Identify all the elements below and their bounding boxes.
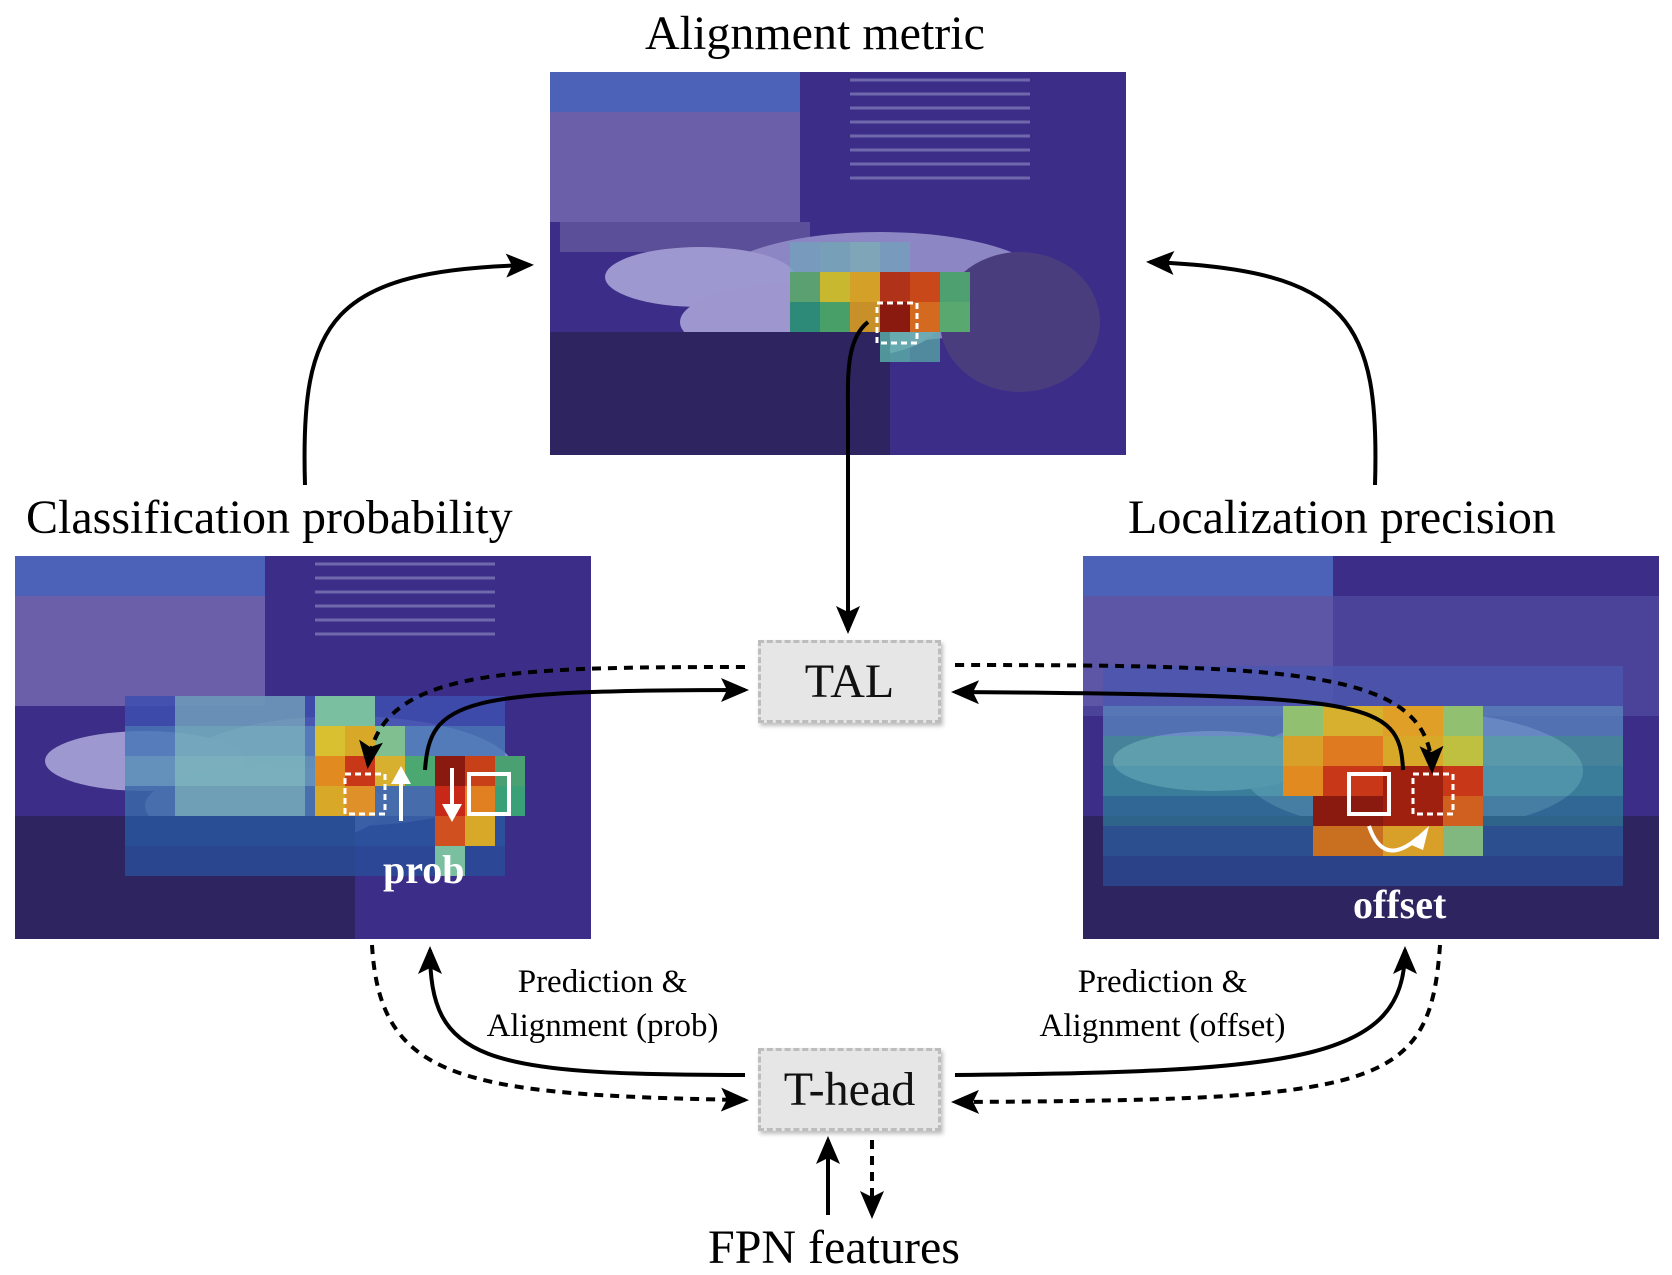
tal-node: TAL	[758, 640, 941, 723]
arrow-tal-to-loc-dashed	[954, 663, 1444, 774]
localization-precision-title: Localization precision	[1128, 491, 1556, 544]
arrow-thead-to-cls	[418, 946, 746, 1077]
left-edge-label-line1: Prediction &	[517, 964, 688, 1000]
classification-probability-title: Classification probability	[26, 491, 513, 544]
left-edge-label: Prediction & Alignment (prob)	[470, 960, 735, 1048]
arrow-tal-to-cls-dashed	[359, 665, 746, 769]
arrow-cls-to-align	[302, 253, 534, 486]
left-edge-label-line2: Alignment (prob)	[486, 1008, 719, 1044]
arrow-loc-to-align	[1146, 250, 1378, 486]
arrow-loc-to-thead-dashed	[951, 944, 1442, 1114]
alignment-metric-heatmap	[550, 72, 1126, 455]
right-edge-label-line2: Alignment (offset)	[1039, 1008, 1286, 1044]
alignment-metric-title: Alignment metric	[645, 7, 985, 60]
fpn-features-label: FPN features	[708, 1221, 960, 1274]
classification-probability-heatmap: prob	[15, 556, 591, 939]
right-edge-label: Prediction & Alignment (offset)	[1020, 960, 1305, 1048]
t-head-node: T-head	[758, 1048, 941, 1131]
arrow-cls-to-tal	[423, 678, 749, 771]
arrow-loc-to-tal	[951, 680, 1405, 771]
arrow-align-to-tal	[836, 320, 870, 634]
arrow-cls-to-thead-dashed	[370, 944, 749, 1112]
right-edge-label-line1: Prediction &	[1077, 964, 1248, 1000]
offset-tag: offset	[1353, 882, 1447, 927]
arrow-thead-to-loc	[954, 946, 1417, 1077]
prob-tag: prob	[383, 847, 465, 892]
